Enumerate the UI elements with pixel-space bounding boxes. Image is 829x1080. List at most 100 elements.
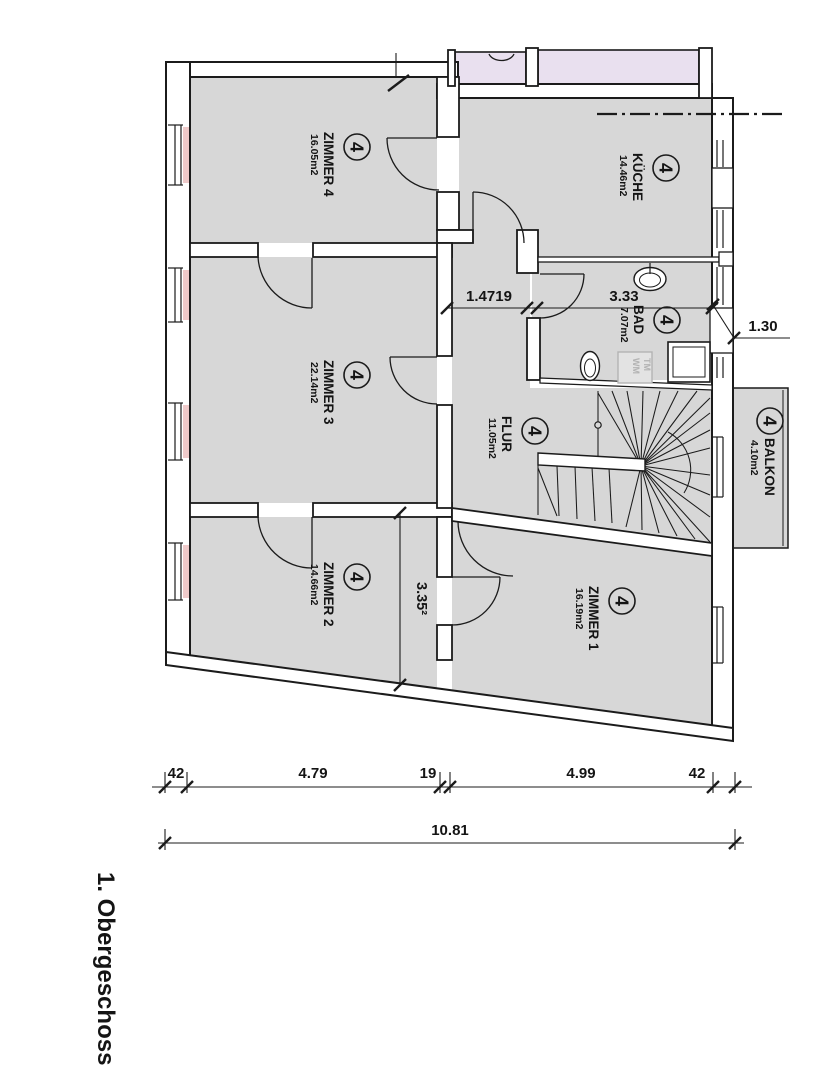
window-sill-box	[711, 167, 734, 209]
window-zimmer3-lower	[168, 402, 189, 461]
toilet	[579, 350, 601, 382]
label-kueche: 4 KÜCHE 14.46m2	[617, 153, 680, 201]
dimension-zimmer2-depth: 3.35²	[393, 506, 429, 692]
wall-kueche-bad-thin	[537, 256, 720, 263]
windows-left	[168, 124, 189, 601]
unit-number: 4	[347, 572, 367, 582]
unit-circle	[343, 563, 371, 591]
wall-z3-z2-a	[189, 502, 259, 518]
washer-label-wm: WM	[631, 358, 641, 374]
dimension-hall-bad: 1.4719 3.33	[440, 288, 719, 315]
room-area: 22.14m2	[308, 362, 320, 404]
dim-seg-4: 4.99	[566, 765, 595, 782]
room-area: 11.05m2	[486, 418, 498, 459]
wall-z4-z3-b	[312, 242, 453, 258]
shower	[667, 341, 711, 383]
wall-bad-west	[526, 317, 541, 381]
wall-kueche-south	[436, 229, 474, 244]
door-vestibule-2	[451, 576, 501, 626]
unit-number: 4	[656, 163, 676, 173]
adjacent-room-right	[537, 49, 700, 85]
label-balkon: 4 BALKON 4.10m2	[748, 407, 784, 496]
label-zimmer3: 4 ZIMMER 3 22.14m2	[308, 360, 371, 425]
unit-circle	[521, 417, 549, 445]
adjacent-door-arc	[488, 53, 515, 62]
doors	[257, 137, 585, 626]
unit-number: 4	[760, 416, 780, 426]
unit-number: 4	[657, 315, 677, 325]
room-area: 16.19m2	[573, 588, 585, 630]
wall-top-zimmer4	[165, 61, 459, 78]
window-zimmer4	[168, 124, 189, 186]
dim-total-width: 10.81	[431, 822, 469, 839]
room-name: BALKON	[762, 438, 777, 496]
unit-number: 4	[347, 370, 367, 380]
wall-adjacent-mid	[525, 47, 539, 87]
room-area: 14.66m2	[308, 564, 320, 606]
window-zimmer3-upper	[168, 267, 189, 323]
dim-seg-3: 19	[420, 765, 437, 782]
dim-zimmer2-depth: 3.35²	[413, 582, 429, 615]
unit-circle	[343, 361, 371, 389]
unit-circle	[652, 154, 680, 182]
sink	[633, 263, 667, 292]
dim-seg-2: 4.79	[298, 765, 327, 782]
stair-newel	[594, 421, 602, 429]
wall-vestibule-a	[436, 516, 453, 578]
washer-label-tm: TM	[642, 358, 652, 371]
floor-title-text: 1. Obergeschoss	[92, 872, 119, 1065]
wall-pillar	[516, 229, 539, 274]
unit-number: 4	[525, 426, 545, 436]
windows-right	[709, 140, 734, 664]
unit-circle	[608, 587, 636, 615]
staircase	[537, 390, 711, 543]
dimension-row-total: 10.81	[158, 822, 744, 850]
room-name: ZIMMER 4	[321, 132, 336, 197]
wall-z4-east-b	[436, 191, 460, 231]
wall-hall-west-a	[436, 242, 453, 357]
door-zimmer4	[386, 137, 440, 191]
label-flur: 4 FLUR 11.05m2	[486, 416, 549, 459]
wall-adjacent-right	[698, 47, 713, 99]
room-area: 16.05m2	[308, 134, 320, 176]
wall-hall-west-b	[436, 404, 453, 509]
wall-z4-z3-a	[189, 242, 259, 258]
room-zimmer1	[452, 521, 712, 726]
room-name: FLUR	[499, 416, 514, 452]
wall-stair-south	[451, 506, 713, 558]
dim-hall-width: 1.4719	[466, 288, 512, 305]
door-zimmer2	[257, 516, 313, 569]
stair-rail	[537, 452, 646, 472]
door-zimmer3-from-flur	[389, 356, 438, 405]
dimension-row-segments: 42 4.79 19 4.99 42	[152, 765, 752, 794]
room-zimmer2	[190, 517, 437, 688]
unit-circle	[756, 407, 784, 435]
wall-z3-z2-b	[312, 502, 453, 518]
unit-circle	[653, 306, 681, 334]
wall-bad-south-thin	[539, 377, 713, 391]
unit-number: 4	[347, 142, 367, 152]
door-bad	[539, 273, 585, 319]
washing-machine: TM WM	[617, 351, 653, 384]
room-name: ZIMMER 2	[321, 562, 336, 627]
room-zimmer4	[190, 77, 437, 243]
wall-adjacent-left	[447, 49, 456, 87]
dim-seg-5: 42	[689, 765, 706, 782]
bath-fixtures: TM WM	[579, 263, 711, 384]
label-zimmer2: 4 ZIMMER 2 14.66m2	[308, 562, 371, 627]
label-zimmer4: 4 ZIMMER 4 16.05m2	[308, 132, 371, 197]
wall-top-kueche	[436, 83, 713, 99]
unit-circle	[343, 133, 371, 161]
door-vestibule-1	[457, 520, 514, 577]
unit-number: 4	[612, 596, 632, 606]
dim-bad-width: 3.33	[609, 288, 638, 305]
door-kueche	[472, 191, 525, 244]
room-kueche	[459, 98, 712, 257]
floor-title: 1. Obergeschoss	[92, 872, 119, 1065]
room-name: KÜCHE	[630, 153, 645, 201]
wall-connector-box	[718, 251, 734, 267]
wall-vestibule-b	[436, 624, 453, 661]
label-bad: 4 BAD 7.07m2	[618, 305, 681, 343]
room-name: ZIMMER 3	[321, 360, 336, 425]
